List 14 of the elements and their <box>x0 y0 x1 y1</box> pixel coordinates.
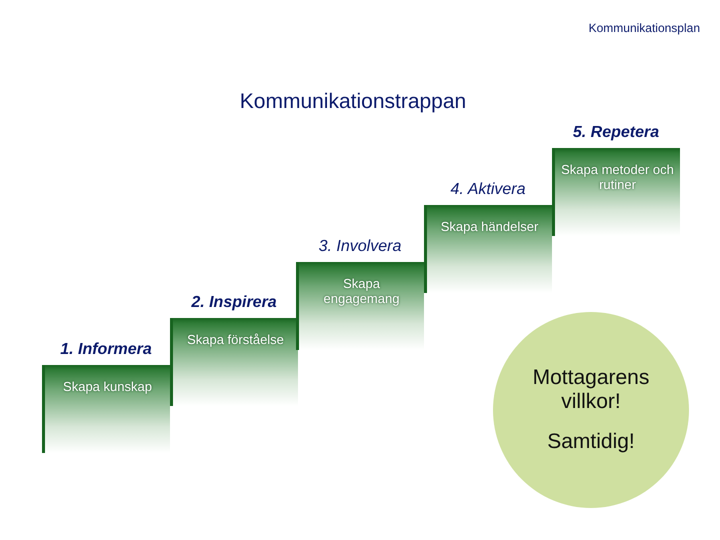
step-text: Skapa kunskap <box>62 379 153 394</box>
step-heading: 5. Repetera <box>572 124 660 142</box>
step-text: Skapa förståelse <box>186 332 285 347</box>
step-text: Skapa händelser <box>440 219 540 234</box>
circle-subtext: Samtidig! <box>546 430 636 454</box>
step-text: Skapa metoder och rutiner <box>561 162 674 192</box>
step-heading: 4. Aktivera <box>450 181 526 199</box>
step-heading: 2. Inspirera <box>190 294 278 312</box>
header-text: Kommunikationsplan <box>588 21 700 35</box>
diagram-title: Kommunikationstrappan <box>238 90 468 114</box>
circle-text: Mottagarens villkor! <box>532 366 650 414</box>
step-heading: 1. Informera <box>59 341 153 359</box>
step-heading: 3. Involvera <box>318 238 402 256</box>
step-text: Skapa engagemang <box>322 276 400 306</box>
